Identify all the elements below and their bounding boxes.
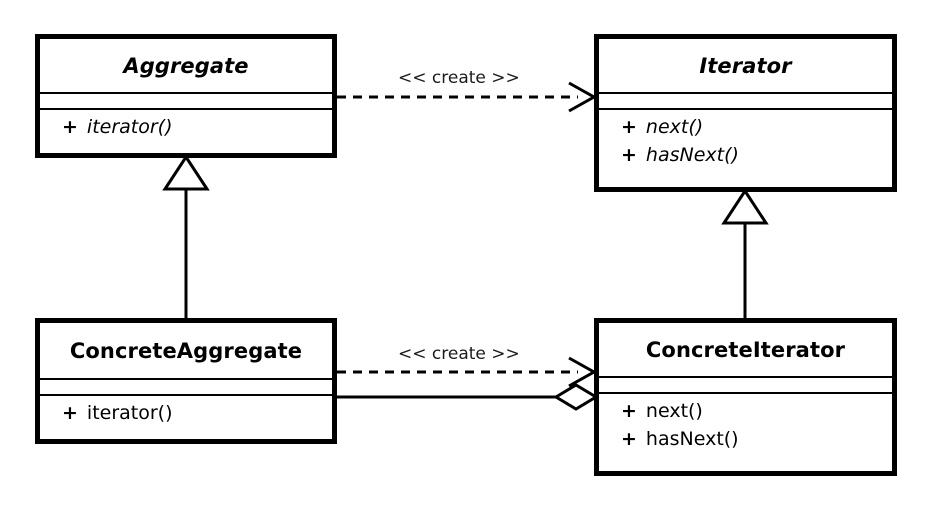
operation-name: hasNext() [645,427,739,450]
hollow-triangle-icon [721,188,769,225]
visibility-marker: + [62,402,78,424]
class-operations-compartment-aggregate: + iterator() [40,108,332,153]
class-name-compartment-concrete-iterator: ConcreteIterator [599,323,892,376]
operation-name: iterator() [86,402,173,424]
operation-name: iterator() [86,116,173,138]
operation-row: + next() [599,114,892,142]
open-arrowhead-icon [568,356,598,388]
class-box-aggregate[interactable]: Aggregate + iterator() [35,34,337,158]
open-arrowhead-icon [568,81,598,113]
class-title-concrete-aggregate: ConcreteAggregate [69,338,303,363]
operation-row: + next() [599,398,892,426]
class-title-concrete-iterator: ConcreteIterator [645,337,846,362]
class-attributes-compartment-concrete-aggregate [40,378,332,394]
visibility-marker: + [621,116,637,138]
generalization-concrete-iterator-to-iterator [721,188,769,318]
visibility-marker: + [621,400,637,422]
edge-label-create-top: << create >> [398,68,520,88]
edge-label-create-bottom: << create >> [398,344,520,364]
class-name-compartment-iterator: Iterator [599,39,892,92]
class-operations-compartment-iterator: + next() + hasNext() [599,108,892,187]
class-attributes-compartment-iterator [599,92,892,108]
class-name-compartment-concrete-aggregate: ConcreteAggregate [40,323,332,378]
operation-name: hasNext() [645,143,739,166]
visibility-marker: + [621,143,637,166]
class-name-compartment-aggregate: Aggregate [40,39,332,92]
visibility-marker: + [62,116,78,138]
class-box-iterator[interactable]: Iterator + next() + hasNext() [594,34,897,192]
class-attributes-compartment-concrete-iterator [599,376,892,392]
class-title-aggregate: Aggregate [123,53,249,78]
class-operations-compartment-concrete-iterator: + next() + hasNext() [599,392,892,471]
hollow-triangle-icon [162,154,210,191]
generalization-concrete-aggregate-to-aggregate [162,154,210,318]
hollow-diamond-icon [553,383,599,411]
visibility-marker: + [621,427,637,450]
class-box-concrete-aggregate[interactable]: ConcreteAggregate + iterator() [35,318,337,444]
operation-name: next() [645,400,703,422]
class-box-concrete-iterator[interactable]: ConcreteIterator + next() + hasNext() [594,318,897,476]
class-operations-compartment-concrete-aggregate: + iterator() [40,394,332,439]
operation-row: + hasNext() [599,426,892,454]
operation-row: + iterator() [40,400,332,428]
class-title-iterator: Iterator [699,53,792,78]
aggregation-concrete-aggregate-to-concrete-iterator [337,383,599,411]
operation-name: next() [645,116,704,138]
operation-row: + iterator() [40,114,332,142]
class-attributes-compartment-aggregate [40,92,332,108]
operation-row: + hasNext() [599,142,892,170]
